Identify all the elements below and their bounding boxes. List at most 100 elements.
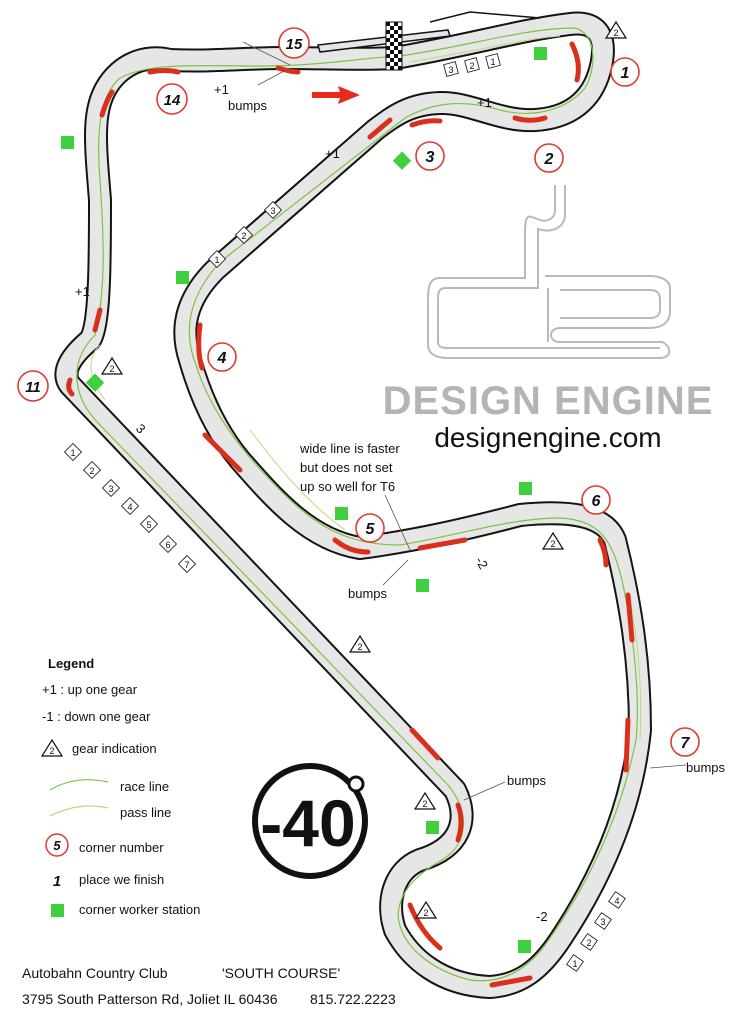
footer: Autobahn Country Club 'SOUTH COURSE' 379…	[22, 965, 396, 1007]
curb-t6b	[625, 592, 635, 643]
svg-text:2: 2	[423, 908, 428, 918]
station-marker	[61, 136, 74, 149]
svg-text:3: 3	[448, 65, 453, 75]
distance-markers: 3 2 1 1 2 3 1 2 3 4 5 6 7 1 2 3 4	[63, 53, 626, 972]
curb-t6	[597, 537, 609, 568]
gear-triangle-icon: 2	[348, 634, 372, 653]
annotation-minus2-low: -2	[536, 909, 548, 924]
station-marker	[176, 271, 189, 284]
footer-phone: 815.722.2223	[310, 991, 396, 1007]
corner-4: 4	[207, 342, 237, 372]
annotation-wide-line-1: wide line is faster	[299, 441, 400, 456]
annotations: +1 bumps +1 +1 +1 3 wide line is faster …	[75, 41, 726, 924]
legend-title: Legend	[48, 656, 94, 671]
svg-text:2: 2	[241, 231, 246, 241]
svg-text:4: 4	[127, 502, 132, 512]
marker-diag-2: 2	[234, 225, 254, 245]
badge-value: -40	[260, 786, 355, 860]
corner-6: 6	[581, 485, 611, 515]
curb-t5a	[332, 537, 371, 555]
marker-left-4: 4	[120, 496, 140, 516]
legend-corner-icon	[45, 833, 69, 857]
de-track-logo-icon	[427, 185, 671, 359]
start-finish-flag-icon	[385, 21, 403, 71]
marker-br-2: 2	[580, 933, 598, 951]
legend-race-line-swatch	[49, 779, 109, 791]
legend-corner: corner number	[79, 840, 164, 855]
annotation-bumps-mid: bumps	[348, 586, 388, 601]
pit-entry	[429, 11, 541, 23]
corner-14-label: 14	[164, 92, 181, 109]
gear-indicators: 2 2 2 2 2 2	[100, 20, 628, 919]
race-lines	[76, 27, 642, 982]
curb-t10b	[489, 975, 533, 988]
svg-text:6: 6	[165, 540, 170, 550]
svg-text:5: 5	[146, 520, 151, 530]
marker-br-4: 4	[608, 891, 626, 909]
corner-7-label: 7	[681, 735, 691, 752]
svg-text:3: 3	[108, 484, 113, 494]
corner-15: 15	[278, 27, 310, 59]
curb-t4a	[196, 322, 205, 371]
annotation-plus1-right: +1	[477, 95, 492, 110]
station-marker	[416, 579, 429, 592]
marker-left-2: 2	[82, 460, 102, 480]
footer-address: 3795 South Patterson Rd, Joliet IL 60436	[22, 991, 278, 1007]
curb-t14b	[147, 68, 181, 75]
curb-t3b	[409, 118, 443, 128]
svg-text:2: 2	[469, 61, 474, 71]
annotation-plus1-mid: +1	[325, 146, 340, 161]
svg-text:2: 2	[422, 799, 427, 809]
station-marker	[534, 47, 547, 60]
corner-15-label: 15	[286, 36, 303, 53]
curb-t15	[275, 65, 301, 75]
curb-t1	[569, 41, 581, 83]
annotation-plus1-top: +1	[214, 82, 229, 97]
svg-text:1: 1	[490, 57, 495, 67]
corner-5-label: 5	[366, 521, 376, 538]
corner-11: 11	[17, 370, 49, 402]
marker-left-3: 3	[101, 478, 121, 498]
pass-line	[90, 35, 642, 741]
legend-finish: place we finish	[79, 872, 164, 887]
gear-triangle-icon: 2	[541, 531, 565, 550]
gear-triangle-icon: 2	[413, 791, 437, 810]
station-marker	[335, 507, 348, 520]
svg-text:5: 5	[53, 838, 61, 853]
corner-6-label: 6	[592, 493, 601, 510]
marker-left-5: 5	[139, 514, 159, 534]
svg-text:2: 2	[550, 539, 555, 549]
station-marker	[426, 821, 439, 834]
curbs	[66, 41, 635, 988]
svg-text:2: 2	[109, 364, 114, 374]
marker-left-7: 7	[177, 554, 197, 574]
station-marker	[518, 940, 531, 953]
annotation-bumps-top: bumps	[228, 98, 268, 113]
svg-text:1: 1	[214, 255, 219, 265]
legend-gear: gear indication	[72, 741, 157, 756]
legend-finish-symbol: 1	[53, 873, 61, 890]
legend-pass-line: pass line	[120, 805, 171, 820]
corner-3-label: 3	[426, 149, 435, 166]
marker-br-3: 3	[594, 912, 612, 930]
footer-club: Autobahn Country Club	[22, 965, 168, 981]
legend-down: -1 : down one gear	[42, 709, 151, 724]
legend: Legend +1 : up one gear -1 : down one ge…	[40, 656, 200, 917]
annotation-bumps-right: bumps	[686, 760, 726, 775]
annotation-wide-line-2: but does not set	[300, 460, 393, 475]
corner-5: 5	[355, 513, 385, 543]
brand-url: designengine.com	[434, 422, 661, 453]
legend-up: +1 : up one gear	[42, 682, 138, 697]
marker-diag-1: 1	[207, 249, 227, 269]
legend-station: corner worker station	[79, 902, 200, 917]
curb-t3a	[367, 117, 393, 140]
curb-t14	[99, 89, 115, 118]
marker-top-1: 1	[485, 53, 501, 69]
annotation-plus1-left: +1	[75, 284, 90, 299]
station-marker	[392, 151, 412, 170]
curb-t8	[409, 727, 441, 761]
direction-arrow-icon	[312, 86, 360, 104]
annotation-bumps-low: bumps	[507, 773, 547, 788]
footer-course: 'SOUTH COURSE'	[222, 965, 340, 981]
